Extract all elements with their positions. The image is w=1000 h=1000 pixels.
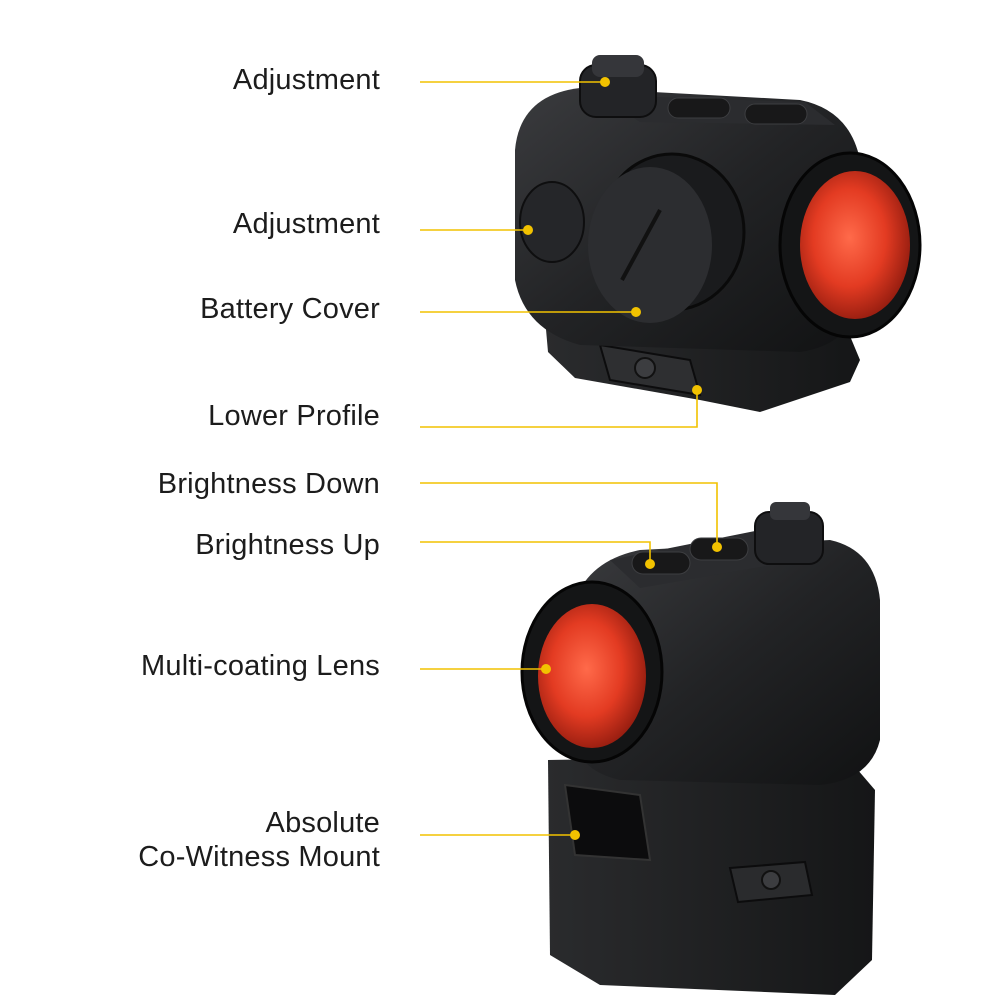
dot-lower-profile [692, 385, 702, 395]
mount-screw [634, 357, 656, 379]
label-brightness-down: Brightness Down [157, 468, 380, 500]
top-red-dot-sight [515, 55, 922, 412]
dot-adjustment-top [600, 77, 610, 87]
brightness-up-button [631, 551, 691, 575]
riser-screw [761, 870, 781, 890]
dot-brightness-up [645, 559, 655, 569]
multi-coating-lens [538, 604, 646, 748]
battery-cover-disc [588, 167, 712, 323]
label-adjustment-top: Adjustment [232, 64, 380, 96]
riser-window [563, 783, 652, 862]
label-lower-profile: Lower Profile [208, 400, 380, 432]
leader-dots [523, 77, 722, 840]
label-adjustment-side: Adjustment [232, 208, 380, 240]
label-brightness-up: Brightness Up [195, 529, 380, 561]
label-battery-cover: Battery Cover [200, 293, 380, 325]
side-adjustment-knob [519, 181, 585, 263]
top-lens [800, 171, 910, 319]
leader-lower-profile [420, 392, 698, 428]
leader-brightness-up [420, 541, 651, 562]
top-knob-cap [592, 55, 644, 77]
bottom-red-dot-sight [520, 502, 880, 995]
bottom-knob-cap [770, 502, 810, 520]
label-multi-coating-lens: Multi-coating Lens [141, 650, 380, 682]
leader-brightness-down [420, 482, 718, 545]
dot-adjustment-side [523, 225, 533, 235]
dot-co-witness-mount [570, 830, 580, 840]
dot-multi-coating-lens [541, 664, 551, 674]
top-button-right [744, 103, 808, 125]
dot-brightness-down [712, 542, 722, 552]
dot-battery-cover [631, 307, 641, 317]
top-button-left [667, 97, 731, 119]
label-mount-line2: Co-Witness Mount [138, 841, 380, 873]
leader-lines [420, 81, 718, 836]
battery-cover-slot [620, 209, 662, 281]
label-mount-line1: Absolute [265, 807, 380, 839]
